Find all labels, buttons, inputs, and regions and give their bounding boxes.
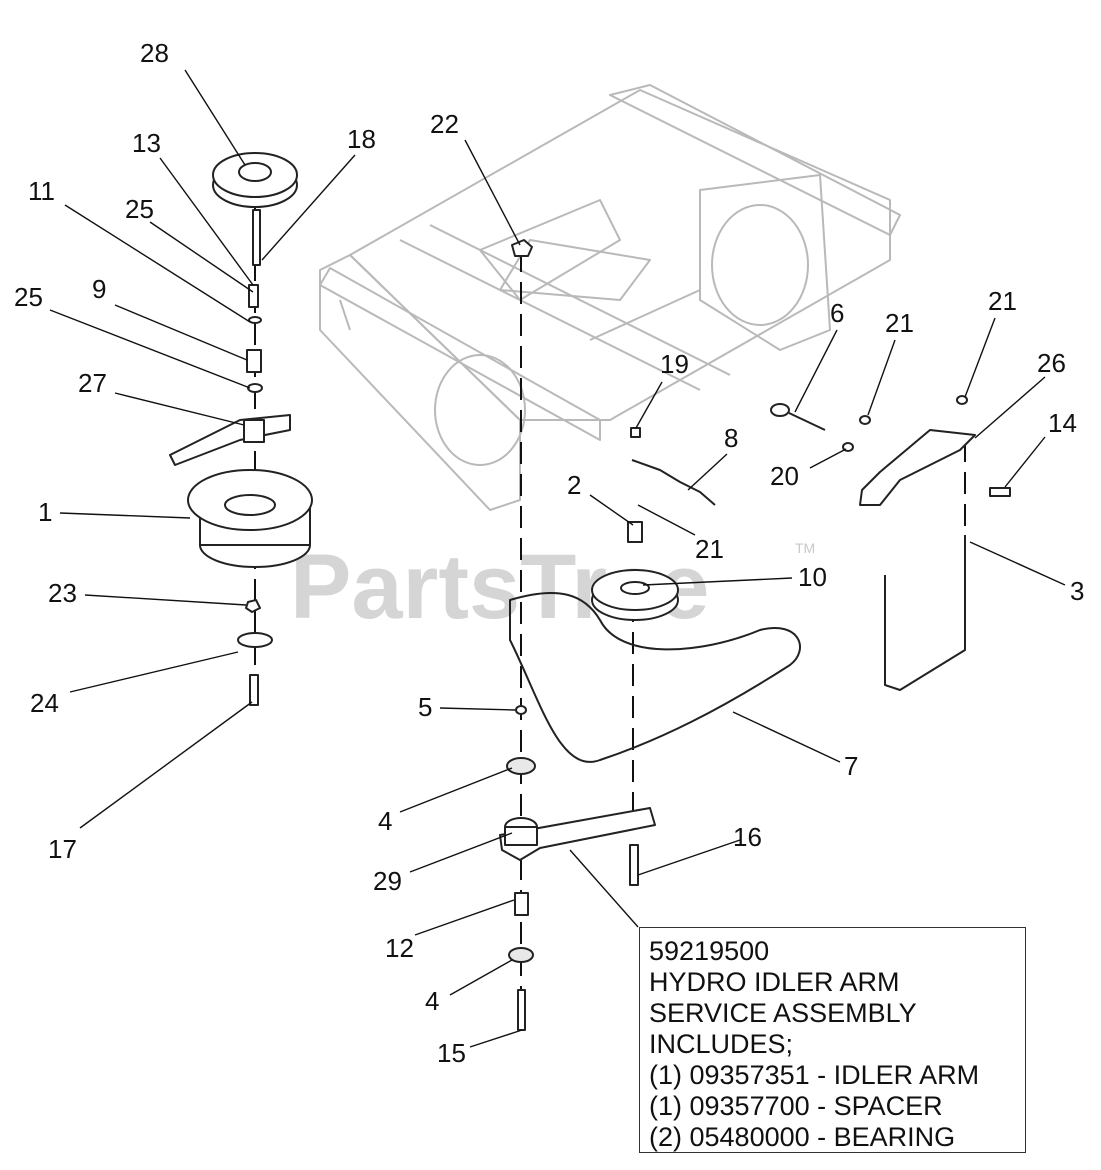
- callout-29: 29: [373, 866, 402, 896]
- eyebolt-part: [770, 403, 790, 417]
- leader-lines: [49, 69, 1066, 1048]
- callout-20: 20: [770, 461, 799, 491]
- bolt-part-2: [249, 674, 259, 706]
- drive-belt: [509, 592, 801, 763]
- control-rod: [884, 535, 966, 691]
- callout-10: 10: [798, 562, 827, 592]
- callout-17: 17: [48, 834, 77, 864]
- callout-22: 22: [430, 109, 459, 139]
- callout-12: 12: [385, 933, 414, 963]
- washer-part-2: [247, 383, 263, 393]
- bearing-part: [506, 757, 536, 775]
- assembly-part-number: 59219500: [649, 936, 770, 966]
- washer-part-center: [515, 705, 527, 715]
- nut-part-r1: [859, 415, 871, 425]
- nut-part-center: [511, 239, 533, 257]
- spacer-part-idler: [627, 521, 643, 543]
- nut-part-r2: [956, 395, 968, 405]
- bearing-part-2: [508, 947, 534, 963]
- washer-part-3: [237, 632, 273, 648]
- washer-part: [248, 316, 262, 324]
- callout-25: 25: [14, 282, 43, 312]
- callout-4: 4: [378, 806, 392, 836]
- spacer-part-center: [514, 892, 529, 916]
- callout-21: 21: [695, 534, 724, 564]
- bolt-part-right: [989, 487, 1011, 497]
- service-assembly-note: 59219500 HYDRO IDLER ARM SERVICE ASSEMBL…: [639, 927, 1026, 1153]
- bracket-collar: [243, 419, 265, 443]
- idler-pulley: [591, 569, 679, 621]
- assembly-item-idler-arm: (1) 09357351 - IDLER ARM: [649, 1060, 980, 1090]
- callout-27: 27: [78, 368, 107, 398]
- callout-2: 2: [567, 470, 581, 500]
- assembly-item-bearing: (2) 05480000 - BEARING: [649, 1122, 956, 1152]
- chassis-frame: [319, 84, 901, 511]
- callout-3: 3: [1070, 576, 1084, 606]
- callout-1: 1: [38, 497, 52, 527]
- mount-bracket: [859, 429, 976, 506]
- callout-28: 28: [140, 38, 169, 68]
- callout-23: 23: [48, 578, 77, 608]
- nut-part: [245, 599, 261, 613]
- pin-part: [629, 844, 639, 886]
- assembly-includes-label: INCLUDES;: [649, 1029, 794, 1059]
- spacer-part: [246, 349, 262, 373]
- assembly-title-line-2: SERVICE ASSEMBLY: [649, 998, 917, 1028]
- bracket-part: [169, 414, 291, 466]
- eyebolt-shank: [788, 412, 826, 431]
- electric-clutch: [187, 469, 313, 568]
- callout-21: 21: [885, 308, 914, 338]
- callout-26: 26: [1037, 348, 1066, 378]
- callout-25: 25: [125, 194, 154, 224]
- bolt-part-center: [517, 989, 526, 1031]
- callout-5: 5: [418, 692, 432, 722]
- callout-21: 21: [988, 286, 1017, 316]
- callout-14: 14: [1048, 408, 1077, 438]
- callout-7: 7: [844, 751, 858, 781]
- drive-pulley: [212, 152, 298, 208]
- callout-4: 4: [425, 986, 439, 1016]
- watermark-trademark: TM: [795, 540, 815, 556]
- bolt-part: [248, 284, 259, 308]
- callout-11: 11: [28, 176, 55, 206]
- callout-6: 6: [830, 298, 844, 328]
- assembly-item-spacer: (1) 09357700 - SPACER: [649, 1091, 943, 1121]
- callout-24: 24: [30, 688, 59, 718]
- callout-16: 16: [733, 822, 762, 852]
- key-part: [252, 209, 261, 266]
- fastener-part: [630, 427, 641, 438]
- callout-8: 8: [724, 423, 738, 453]
- callout-15: 15: [437, 1038, 466, 1068]
- extension-spring: [631, 459, 716, 506]
- callout-19: 19: [660, 349, 689, 379]
- assembly-title-line-1: HYDRO IDLER ARM: [649, 967, 900, 997]
- callout-18: 18: [347, 124, 376, 154]
- callout-9: 9: [92, 274, 106, 304]
- callout-13: 13: [132, 128, 161, 158]
